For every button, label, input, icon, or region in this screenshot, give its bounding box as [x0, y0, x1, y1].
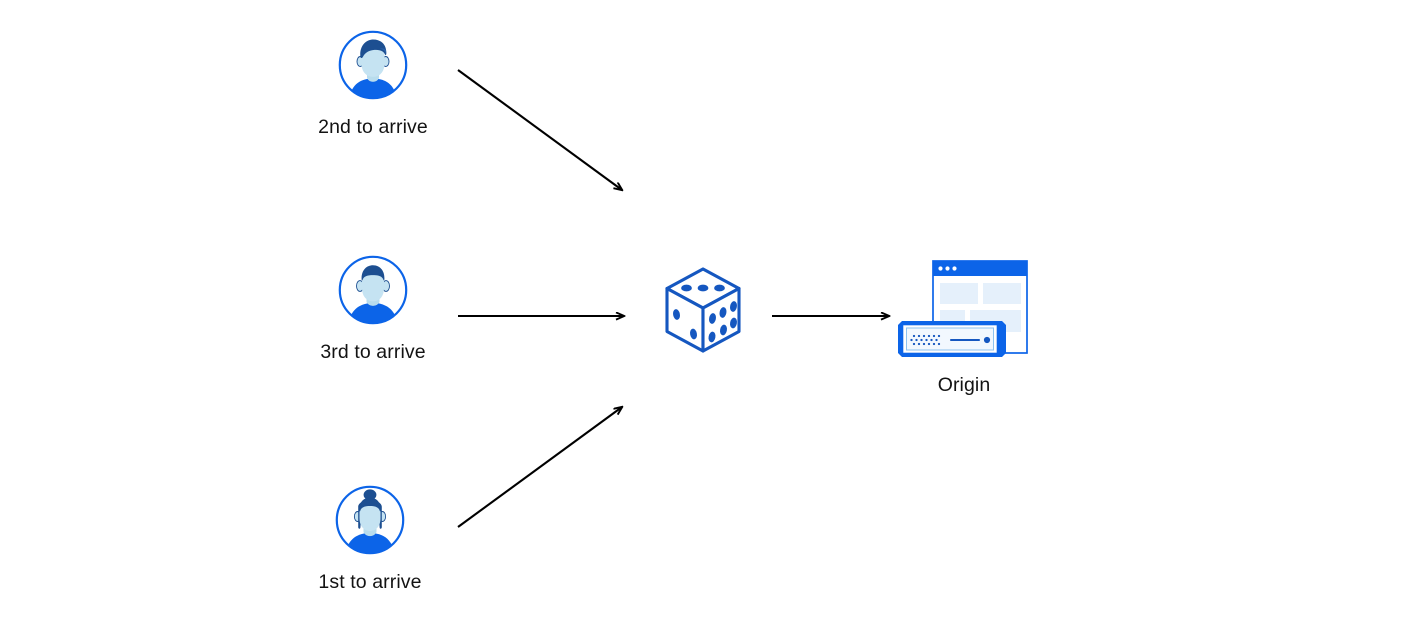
node-user-2nd: 2nd to arrive — [298, 28, 448, 139]
node-load-balancer — [653, 261, 753, 361]
node-label-origin: Origin — [937, 374, 991, 396]
user-avatar-icon — [336, 253, 410, 327]
node-label-user-3rd: 3rd to arrive — [320, 341, 426, 363]
origin-server-icon — [890, 258, 1038, 368]
user-avatar-icon — [333, 483, 407, 557]
dice-icon — [653, 261, 753, 361]
user-avatar-icon — [336, 28, 410, 102]
node-user-1st: 1st to arrive — [295, 483, 445, 594]
node-label-user-1st: 1st to arrive — [318, 571, 422, 593]
node-user-3rd: 3rd to arrive — [298, 253, 448, 364]
node-origin: Origin — [890, 258, 1038, 397]
node-label-user-2nd: 2nd to arrive — [318, 116, 428, 138]
arrow-1st-to-dice — [457, 407, 622, 528]
arrow-2nd-to-dice — [457, 69, 622, 190]
router-device-icon — [898, 321, 1006, 357]
